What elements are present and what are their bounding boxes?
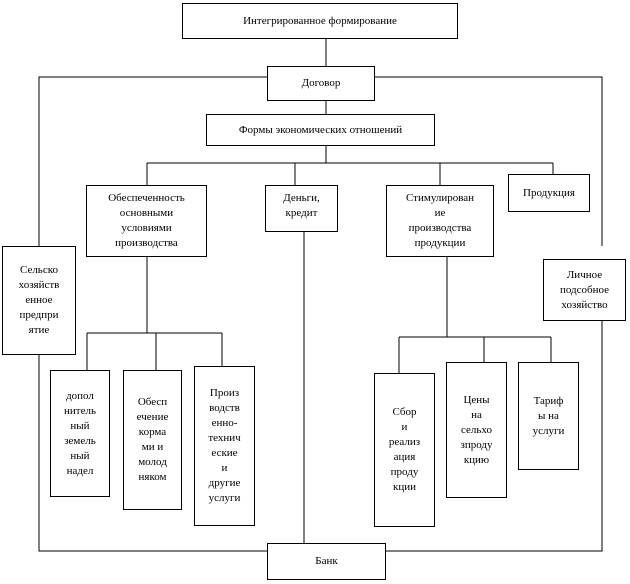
node-collection-sales: Сбор и реализ ация проду кции <box>374 373 435 527</box>
node-tariffs: Тариф ы на услуги <box>518 362 579 470</box>
line-contract-left-upper <box>38 76 267 246</box>
node-production-stimulation: Стимулирован ие производства продукции <box>386 185 494 257</box>
node-economic-relations-forms: Формы экономических отношений <box>206 114 435 146</box>
line-contract-right-upper <box>375 76 603 246</box>
node-bank: Банк <box>267 543 386 580</box>
line-right-bank <box>386 321 603 552</box>
node-money-credit: Деньги, кредит <box>265 185 338 232</box>
node-personal-household: Личное подсобное хозяйство <box>543 259 626 321</box>
node-integrated-formation: Интегрированное формирование <box>182 3 458 39</box>
node-products: Продукция <box>508 174 590 212</box>
node-additional-land: допол нитель ный земель ный надел <box>50 370 110 497</box>
node-production-services: Произ водств енно- технич еские и другие… <box>194 366 255 526</box>
node-agricultural-enterprise: Сельско хозяйств енное предпри ятие <box>2 246 76 355</box>
line-left-bank <box>38 355 267 552</box>
node-prices: Цены на сельхо зпроду кцию <box>446 362 507 498</box>
node-provision-conditions: Обеспеченность основными условиями произ… <box>86 185 207 257</box>
node-feed-supply: Обесп ечение корма ми и молод няком <box>123 370 182 510</box>
node-contract: Договор <box>267 66 375 101</box>
